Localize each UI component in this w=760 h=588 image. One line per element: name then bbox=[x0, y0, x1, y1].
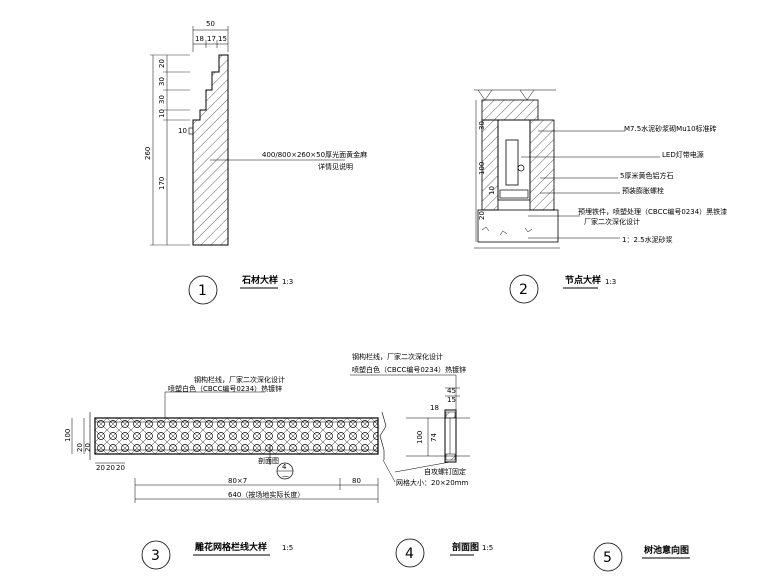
rail-dim-s2: 20 bbox=[106, 464, 115, 472]
rail-dim-s3: 20 bbox=[116, 464, 125, 472]
section-note-3: 自攻螺钉固定 bbox=[424, 467, 466, 476]
rail-dim-span: 80×7 bbox=[228, 477, 247, 485]
dim-overall-width: 50 bbox=[206, 20, 215, 28]
node-note-design: 厂家二次深化设计 bbox=[584, 217, 640, 226]
rail-dim-total: 640（按场地实际长度） bbox=[228, 490, 304, 499]
dim-w1: 18 bbox=[195, 35, 204, 43]
node-dim-30: 30 bbox=[478, 121, 486, 130]
node-detail-label: 2 节点大样 1:3 bbox=[509, 274, 616, 304]
section-dim-18: 18 bbox=[430, 404, 439, 412]
node-dim-100: 100 bbox=[478, 162, 486, 175]
label-title-5: 树池意向图 bbox=[644, 544, 689, 556]
stone-profile bbox=[192, 54, 229, 246]
label-number-4: 4 bbox=[405, 546, 414, 562]
stone-note-2: 详情见说明 bbox=[318, 162, 353, 171]
rail-dim-h1: 20 bbox=[76, 443, 84, 452]
section-note-4: 网格大小：20×20mm bbox=[396, 478, 468, 487]
dim-h3: 30 bbox=[158, 95, 166, 104]
label-scale-1: 1:3 bbox=[282, 278, 293, 286]
rail-note-1: 钢构栏线，厂家二次深化设计 bbox=[194, 375, 285, 384]
rail-note-2: 喷塑白色（CBCC编号0234）热镀锌 bbox=[168, 384, 282, 393]
dim-w2: 17 bbox=[207, 35, 216, 43]
label-title-2: 节点大样 bbox=[565, 274, 601, 286]
section-dim-100: 100 bbox=[416, 431, 424, 444]
rail-dim-end: 80 bbox=[352, 477, 361, 485]
rail-section-ref: 4 bbox=[282, 463, 287, 471]
section-label: 4 剖面图 1:5 bbox=[395, 538, 493, 568]
node-detail-drawing: 30 100 10 20 M7.5水泥砂浆砌Mu10标准砖 LED灯带电源 5厚… bbox=[474, 89, 727, 249]
node-note-bolt: 预装膨胀螺栓 bbox=[622, 186, 664, 195]
node-dim-10: 10 bbox=[488, 186, 496, 195]
label-scale-2: 1:3 bbox=[605, 278, 616, 286]
node-note-stone: 5厚米黄色铝方石 bbox=[620, 171, 673, 180]
dim-w3: 15 bbox=[218, 35, 227, 43]
dim-h2: 30 bbox=[158, 77, 166, 86]
tree-pool-label: 5 树池意向图 bbox=[593, 542, 690, 572]
section-dim-45: 45 bbox=[447, 387, 456, 395]
label-scale-3: 1:5 bbox=[282, 544, 293, 552]
label-scale-4: 1:5 bbox=[482, 544, 493, 552]
rail-section-label: 剖面图 bbox=[258, 456, 279, 465]
section-note-2: 喷塑白色（CBCC编号0234）热镀锌 bbox=[352, 365, 466, 374]
section-dim-15: 15 bbox=[447, 396, 456, 404]
node-dim-20: 20 bbox=[478, 211, 486, 220]
label-title-1: 石材大样 bbox=[241, 274, 278, 286]
dim-h1: 20 bbox=[158, 59, 166, 68]
rail-dim-height: 100 bbox=[64, 429, 72, 442]
stone-note: 400/800×260×50厚光面黄金麻 bbox=[262, 150, 367, 159]
node-note-led: LED灯带电源 bbox=[662, 150, 704, 159]
node-note-brick: M7.5水泥砂浆砌Mu10标准砖 bbox=[624, 124, 717, 133]
rail-dim-s1: 20 bbox=[96, 464, 105, 472]
label-number-1: 1 bbox=[198, 283, 207, 299]
dim-h5: 170 bbox=[158, 177, 166, 190]
node-note-iron: 预埋铁件，喷塑处理（CBCC编号0234）黑铁漆 bbox=[578, 207, 727, 216]
section-note-1: 钢构栏线，厂家二次深化设计 bbox=[352, 352, 443, 361]
dim-total-height: 260 bbox=[144, 147, 152, 160]
label-number-3: 3 bbox=[151, 548, 160, 564]
section-dim-74: 74 bbox=[430, 433, 438, 442]
dim-notch: 10 bbox=[178, 127, 187, 135]
label-title-4: 剖面图 bbox=[452, 541, 479, 553]
label-number-2: 2 bbox=[519, 282, 528, 298]
node-note-mortar: 1：2.5水泥砂浆 bbox=[622, 235, 673, 244]
stone-detail-drawing: 50 18 17 15 10 20 30 30 10 170 260 400/8… bbox=[144, 20, 367, 246]
section-drawing: 45 15 18 100 74 钢构栏线，厂家二次深化设计 喷塑白色（CBCC编… bbox=[350, 352, 470, 487]
dim-h4: 10 bbox=[158, 109, 166, 118]
label-title-3: 雕花网格栏线大样 bbox=[195, 541, 267, 553]
rail-dim-h2: 20 bbox=[84, 443, 92, 452]
stone-detail-label: 1 石材大样 1:3 bbox=[188, 274, 293, 305]
label-number-5: 5 bbox=[603, 550, 612, 566]
grid-rail-drawing: 100 20 20 20 20 20 80×7 80 640（按场地实际长度） … bbox=[64, 375, 387, 503]
rail-section-sub: — bbox=[282, 472, 289, 480]
grid-rail-label: 3 雕花网格栏线大样 1:5 bbox=[141, 540, 293, 570]
